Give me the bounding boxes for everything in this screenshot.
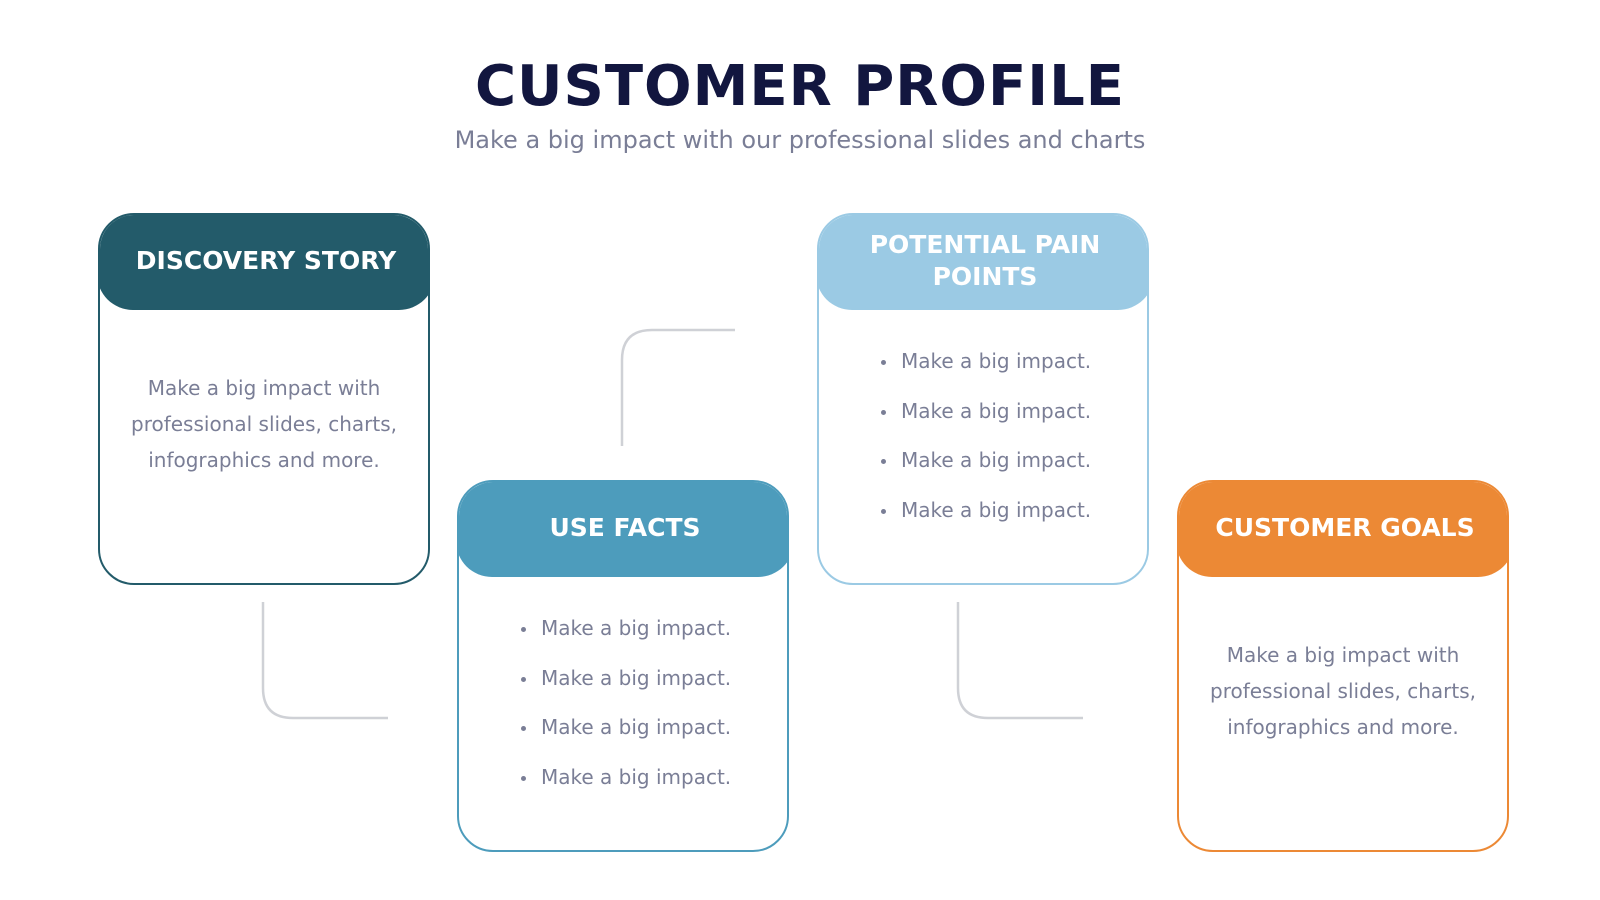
- card-customer-goals-text: Make a big impact with professional slid…: [1210, 643, 1476, 739]
- bullet-icon: [521, 726, 526, 731]
- list-item: Make a big impact.: [819, 436, 1147, 486]
- bullet-icon: [881, 459, 886, 464]
- card-potential-pain-points: POTENTIAL PAIN POINTS Make a big impact.…: [817, 213, 1149, 585]
- bullet-icon: [881, 409, 886, 415]
- card-use-facts-heading: USE FACTS: [459, 482, 787, 577]
- bullet-icon: [521, 676, 526, 682]
- list-item: Make a big impact.: [819, 387, 1147, 437]
- connector-pain-to-goals: [956, 602, 1083, 720]
- card-potential-pain-points-list: Make a big impact. Make a big impact. Ma…: [819, 337, 1147, 535]
- page-title: CUSTOMER PROFILE: [474, 54, 1126, 119]
- card-discovery-story-text: Make a big impact with professional slid…: [131, 376, 397, 472]
- bullet-icon: [521, 775, 526, 781]
- card-discovery-story: DISCOVERY STORY Make a big impact with p…: [98, 213, 430, 585]
- card-customer-goals: CUSTOMER GOALS Make a big impact with pr…: [1177, 480, 1509, 852]
- list-item: Make a big impact.: [819, 337, 1147, 387]
- bullet-icon: [521, 627, 526, 632]
- page-subtitle: Make a big impact with our professional …: [454, 126, 1146, 154]
- bullet-icon: [881, 360, 886, 365]
- card-discovery-story-heading: DISCOVERY STORY: [100, 215, 428, 310]
- card-use-facts-list: Make a big impact. Make a big impact. Ma…: [459, 604, 787, 802]
- connector-facts-to-pain: [620, 328, 735, 446]
- bullet-icon: [881, 508, 886, 514]
- list-item: Make a big impact.: [819, 486, 1147, 536]
- list-item: Make a big impact.: [459, 654, 787, 704]
- card-customer-goals-heading: CUSTOMER GOALS: [1179, 482, 1507, 577]
- card-potential-pain-points-heading: POTENTIAL PAIN POINTS: [819, 215, 1147, 310]
- list-item: Make a big impact.: [459, 703, 787, 753]
- card-use-facts: USE FACTS Make a big impact. Make a big …: [457, 480, 789, 852]
- list-item: Make a big impact.: [459, 604, 787, 654]
- connector-discovery-to-facts: [261, 602, 388, 720]
- list-item: Make a big impact.: [459, 753, 787, 803]
